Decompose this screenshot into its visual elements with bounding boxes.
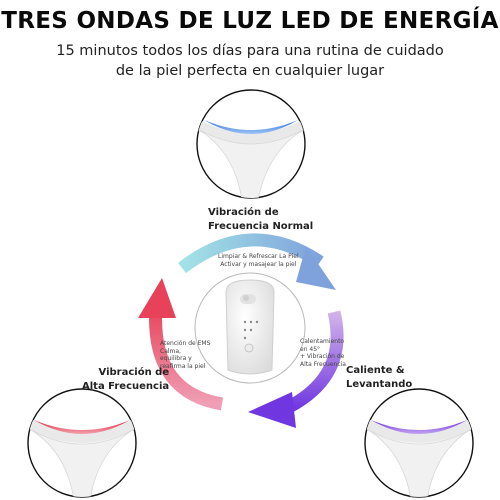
red-arrow	[138, 278, 224, 411]
mode-high-label: Vibración de Alta Frecuencia	[82, 367, 170, 392]
mode-normal-description: Limpiar & Refrescar La Piel Activar y ma…	[218, 253, 299, 268]
page-title: TRES ONDAS DE LUZ LED DE ENERGÍA	[1, 8, 499, 34]
mode-heat-label: Caliente & Levantando	[346, 365, 413, 390]
blue-light-circle	[196, 89, 306, 199]
mode-high-description: Atención de EMS Calma, equilibra y reafi…	[160, 340, 211, 370]
purple-light-circle	[364, 388, 474, 498]
subtitle-line-2: de la piel perfecta en cualquier lugar	[115, 63, 385, 79]
mode-heat-description: Calentamiento en 45° + Vibración de Alta…	[300, 338, 346, 368]
device-image	[194, 272, 306, 384]
blue-arrow	[178, 233, 336, 290]
mode-normal-label: Vibración de Frecuencia Normal	[208, 207, 314, 232]
subtitle-line-1: 15 minutos todos los días para una rutin…	[56, 43, 444, 59]
purple-arrow	[248, 310, 344, 428]
red-light-circle	[27, 388, 137, 498]
